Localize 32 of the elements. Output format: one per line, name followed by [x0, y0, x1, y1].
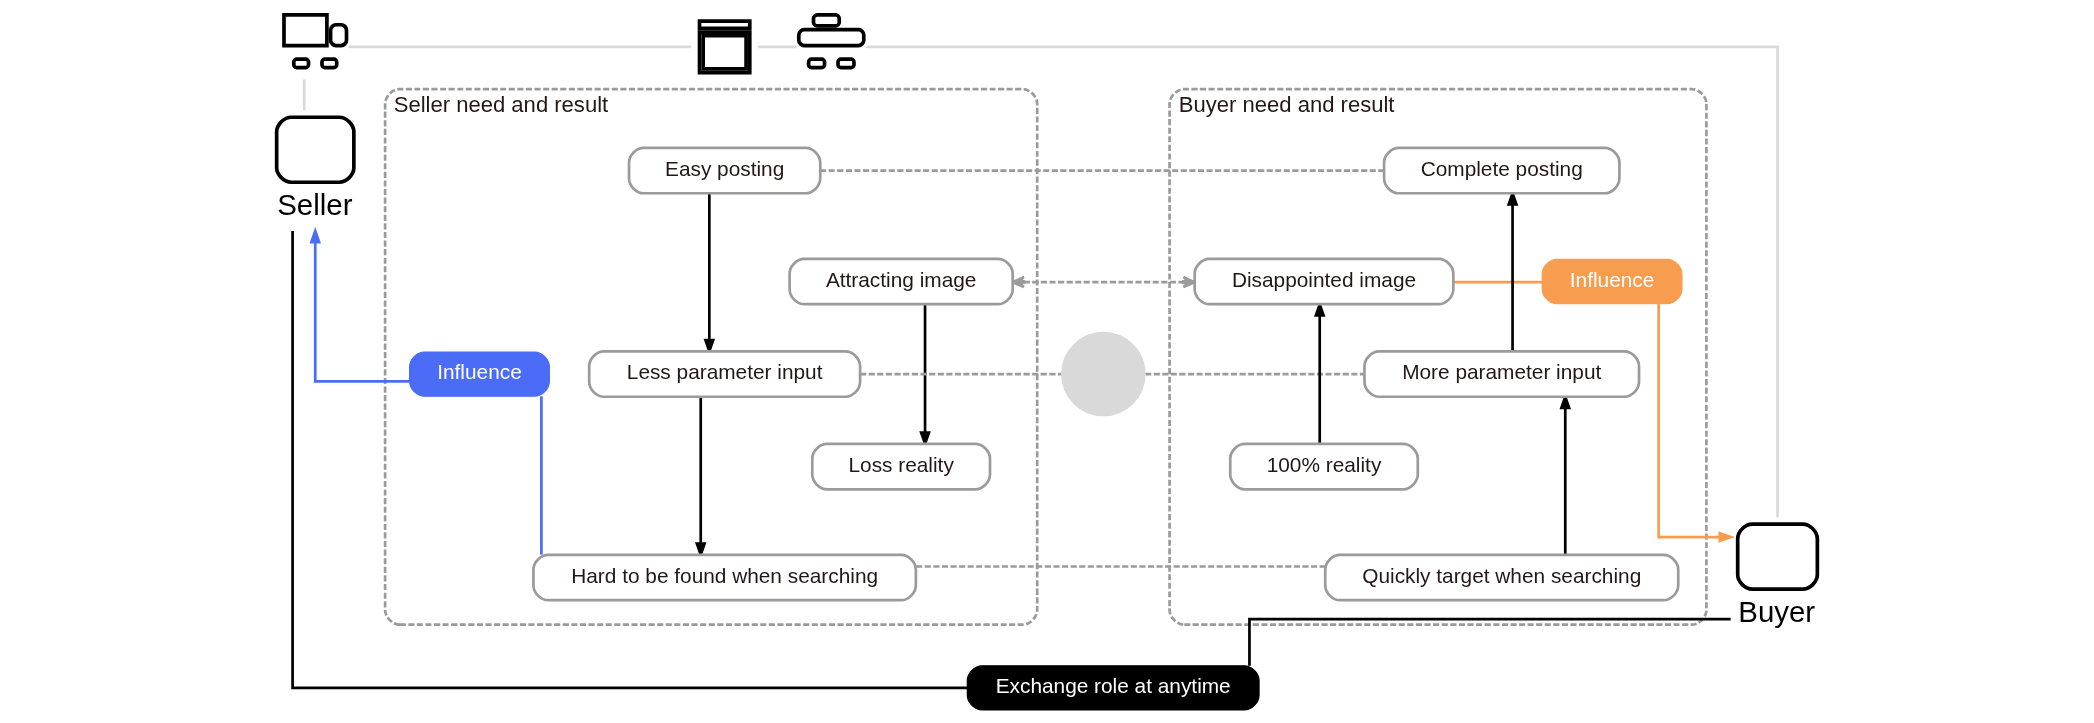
node-label: Seller — [277, 187, 353, 221]
connector — [1145, 372, 1365, 376]
node-box: Quickly target when searching — [1323, 553, 1680, 602]
connector — [302, 79, 306, 111]
node-box: Attracting image — [788, 257, 1015, 306]
node-box — [1735, 522, 1820, 591]
connector — [1248, 617, 1731, 666]
node-box: Loss reality — [810, 442, 992, 491]
node-box: Easy posting — [627, 146, 822, 195]
node-box — [274, 115, 356, 185]
connector — [860, 372, 1062, 376]
connector — [866, 45, 1779, 518]
node-box: Hard to be found when searching — [532, 553, 918, 602]
node-box: Disappointed image — [1193, 257, 1455, 306]
node-box: Complete posting — [1382, 146, 1621, 195]
arrow — [309, 226, 410, 383]
node-box: Influence — [409, 351, 550, 397]
node-box: 100% reality — [1228, 442, 1420, 491]
connector — [757, 45, 797, 49]
connector — [291, 230, 967, 690]
node-circle — [1061, 331, 1146, 417]
node-box: Less parameter input — [587, 350, 862, 399]
node-box: Influence — [1541, 258, 1683, 305]
connector — [1453, 280, 1543, 284]
connector — [916, 565, 1325, 568]
connector — [820, 169, 1384, 172]
node-label: Buyer — [1738, 594, 1816, 628]
node-box: More parameter input — [1363, 350, 1641, 399]
node-box: Exchange role at anytime — [966, 665, 1260, 711]
connector — [348, 45, 692, 49]
arrow — [1657, 303, 1735, 543]
connector — [540, 396, 543, 555]
